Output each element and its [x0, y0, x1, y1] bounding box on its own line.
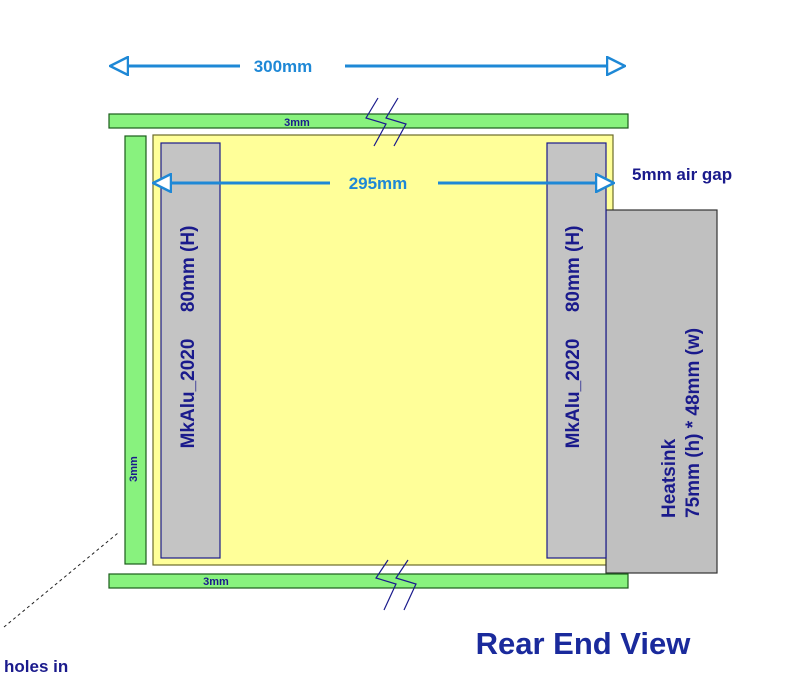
outer-width-label: 300mm: [254, 57, 313, 76]
air-gap-label: 5mm air gap: [632, 165, 732, 184]
left-profile-label: MkAlu_2020 80mm (H): [178, 226, 199, 449]
inner-width-label: 295mm: [349, 174, 408, 193]
break-symbol-top: [365, 97, 407, 147]
bottom-plate: [108, 573, 629, 589]
top-plate-thickness-label: 3mm: [284, 117, 310, 129]
bottom-plate-thickness-label: 3mm: [203, 576, 229, 588]
side-plate-thickness-label: 3mm: [128, 456, 140, 482]
right-profile: [546, 142, 607, 559]
view-title: Rear End View: [476, 626, 692, 661]
top-plate: [108, 113, 629, 129]
main-panel: [152, 134, 614, 566]
heatsink-label: Heatsink: [659, 438, 680, 518]
break-symbol-bottom: [375, 559, 417, 611]
right-profile-label: MkAlu_2020 80mm (H): [563, 226, 584, 449]
heatsink: [605, 209, 718, 574]
holes-note: holes in: [4, 657, 68, 676]
holes-leader-line: [3, 532, 119, 628]
heatsink-dimensions-label: 75mm (h) * 48mm (w): [683, 328, 704, 518]
left-profile: [160, 142, 221, 559]
side-plate: [124, 135, 147, 565]
